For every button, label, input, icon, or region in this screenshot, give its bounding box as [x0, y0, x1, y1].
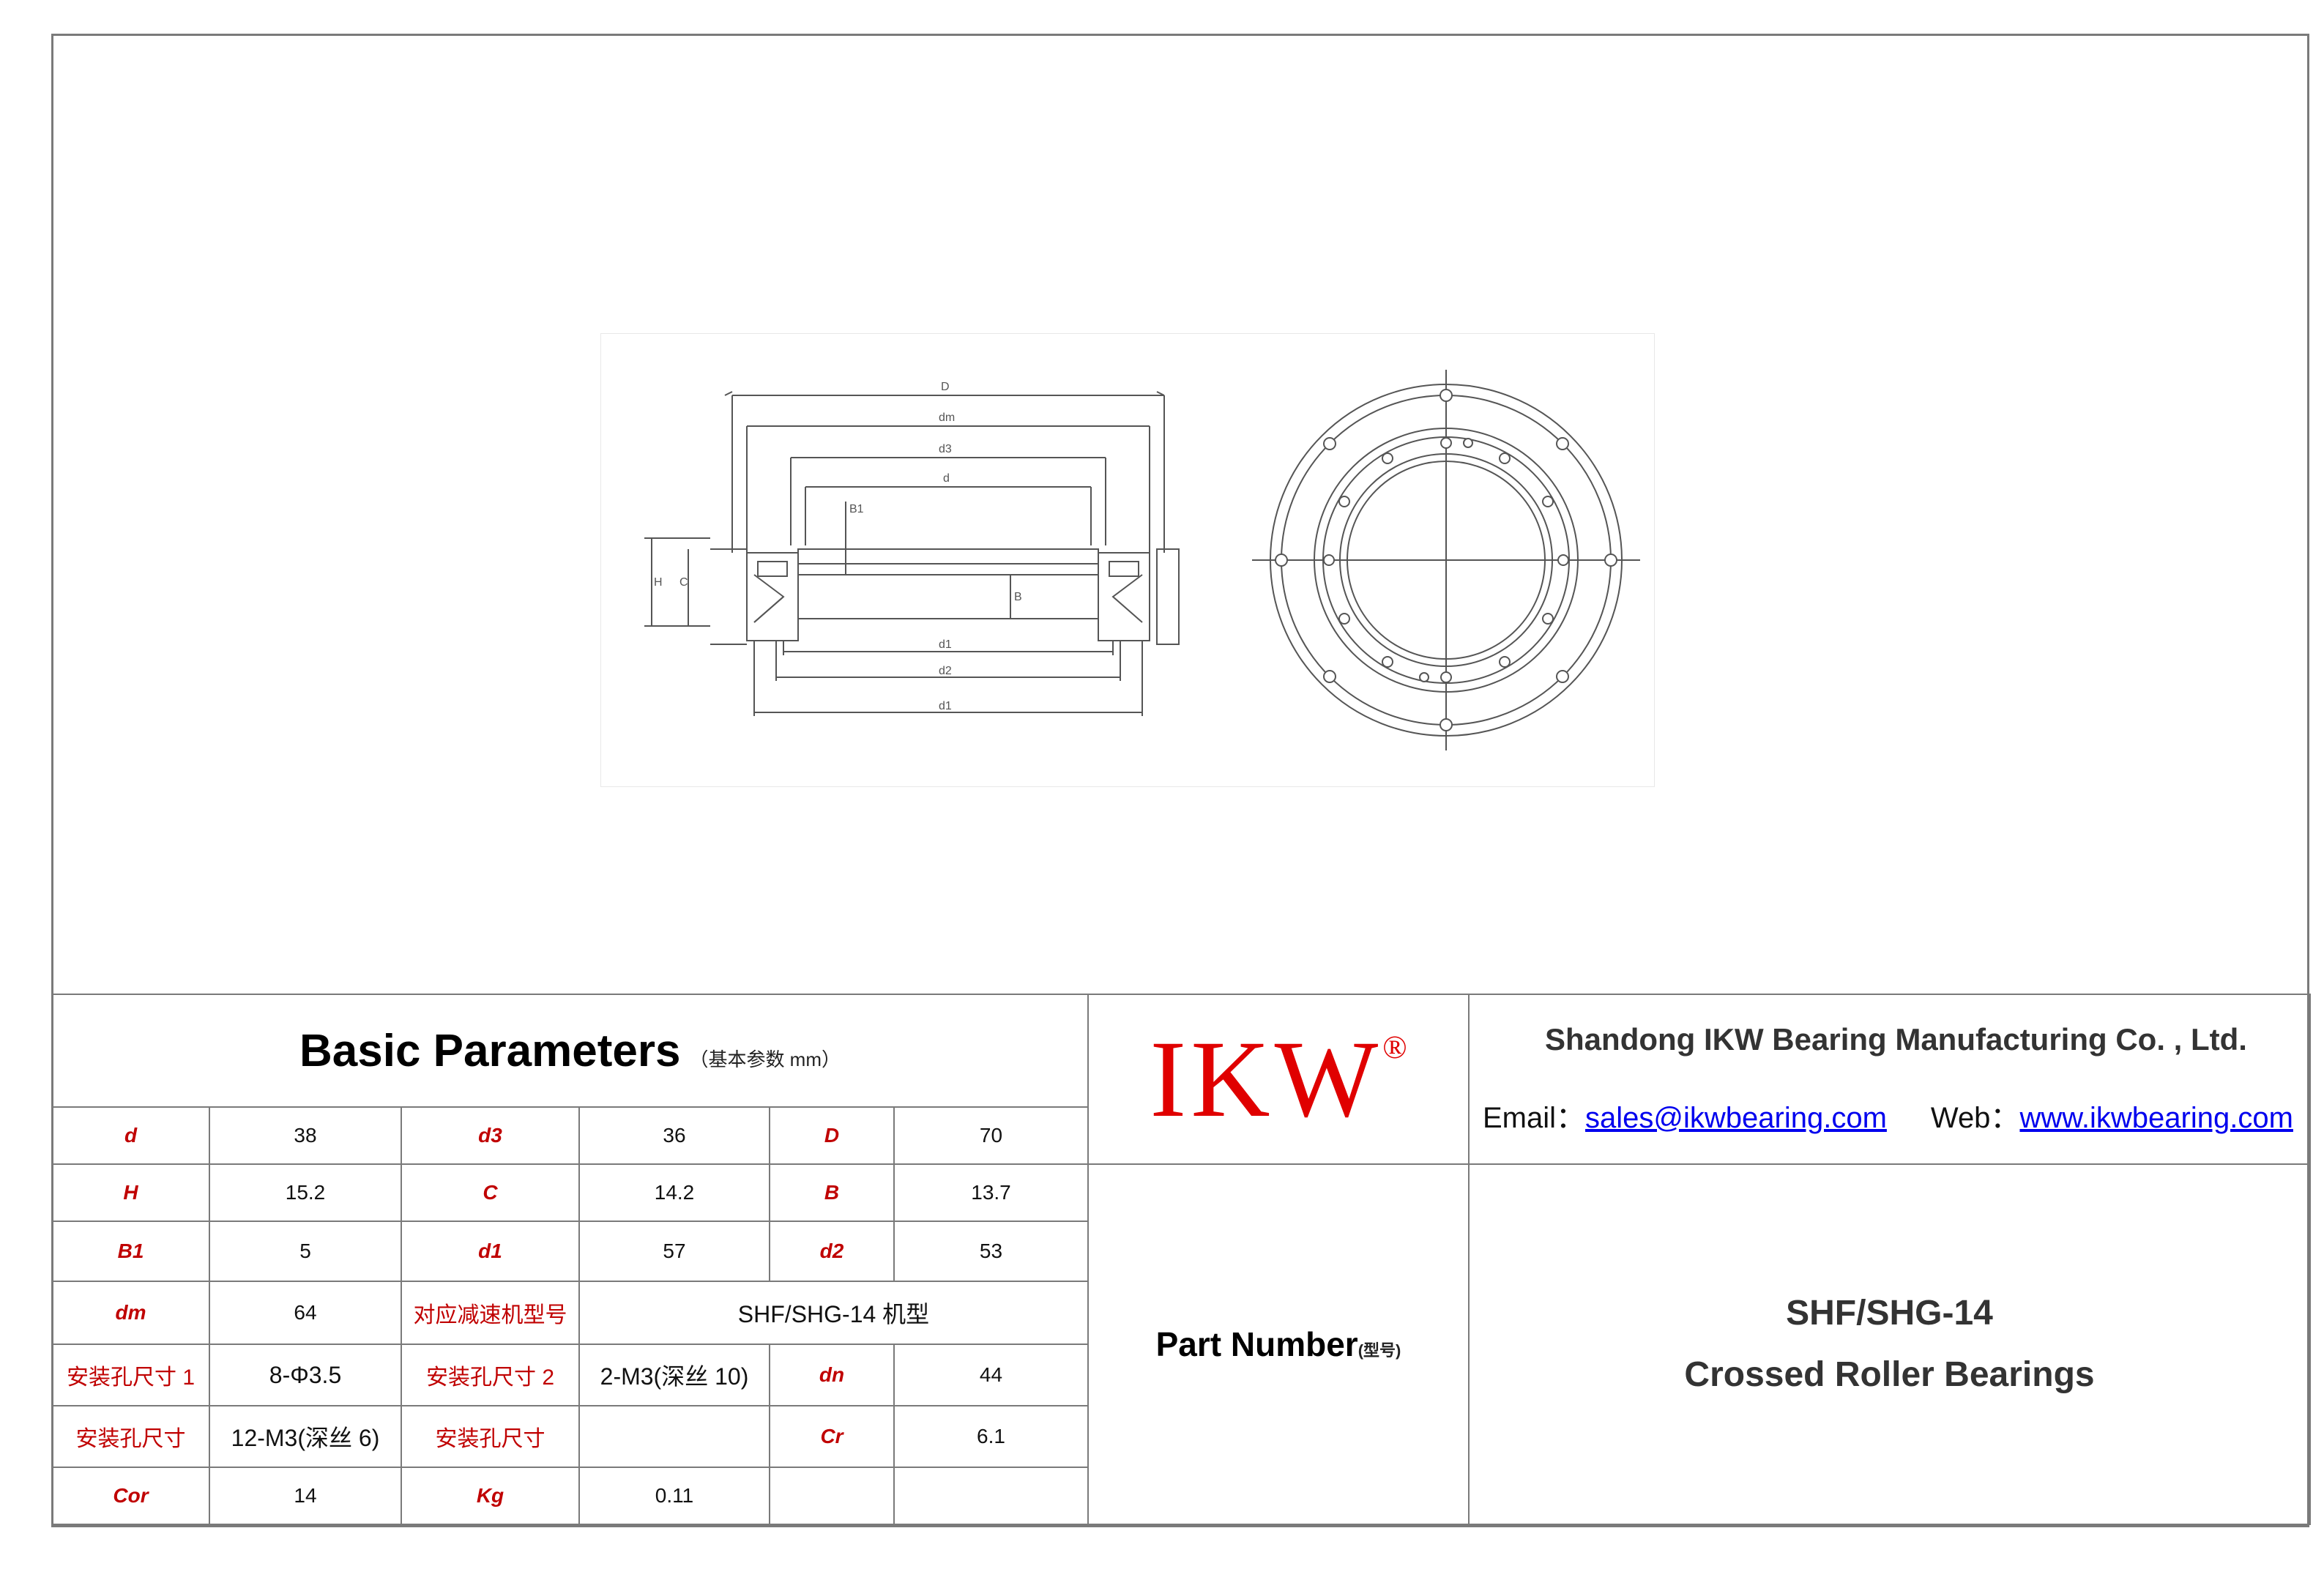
param-name-cn: 安装孔尺寸 1 [51, 1344, 210, 1406]
param-value-empty [769, 1467, 895, 1525]
basic-parameters-heading: Basic Parameters [299, 1025, 681, 1076]
param-name: H [51, 1163, 210, 1222]
param-value: 44 [893, 1344, 1089, 1406]
param-value: 6.1 [893, 1405, 1089, 1468]
param-value: 15.2 [209, 1163, 402, 1222]
param-name: d3 [401, 1106, 580, 1165]
param-name: C [401, 1163, 580, 1222]
contact-line: Email：sales@ikwbearing.com Web：www.ikwbea… [1483, 1094, 2309, 1136]
bearing-drawing: D dm d3 d B1 H C B d1 d2 d1 [600, 332, 1656, 788]
dim-label-B: B [1014, 591, 1022, 603]
param-row: dm 64 对应减速机型号 SHF/SHG-14 机型 [51, 1281, 2310, 1345]
parameter-table: Basic Parameters （基本参数 mm） IKW® Shandong … [51, 994, 2311, 1525]
param-row: H 15.2 C 14.2 B 13.7 Part Number(型号) SHF… [51, 1163, 2311, 1525]
registered-mark: ® [1382, 1029, 1407, 1065]
param-name: B1 [51, 1221, 210, 1282]
param-value: 14 [209, 1467, 402, 1525]
company-name: Shandong IKW Bearing Manufacturing Co. ,… [1545, 1022, 2247, 1057]
param-value-cn: SHF/SHG-14 机型 [578, 1281, 1089, 1345]
dim-label-d1b: d1 [939, 700, 952, 712]
part-number-label: Part Number [1155, 1325, 1358, 1363]
dim-label-B1: B1 [849, 503, 864, 515]
dim-label-H: H [654, 576, 663, 589]
email-link[interactable]: sales@ikwbearing.com [1585, 1102, 1887, 1134]
param-name: d [51, 1106, 210, 1165]
dimension-labels: D dm d3 d B1 H C B d1 d2 d1 [654, 381, 1022, 712]
dim-label-dm: dm [939, 411, 955, 424]
param-row: d 38 d3 36 D 70 [51, 1106, 2310, 1165]
param-name: d2 [769, 1221, 895, 1282]
bolt-holes [1275, 389, 1617, 731]
email-label: Email： [1483, 1102, 1586, 1134]
ikw-logo: IKW® [1087, 994, 1470, 1165]
param-name-cn: 安装孔尺寸 [51, 1405, 210, 1468]
param-row: Cor 14 Kg 0.11 [51, 1467, 2310, 1525]
param-value-cn [578, 1405, 770, 1468]
param-value: 36 [578, 1106, 770, 1165]
param-name-cn: 安装孔尺寸 2 [401, 1344, 580, 1406]
param-row: 安装孔尺寸 1 8-Φ3.5 安装孔尺寸 2 2-M3(深丝 10) dn 44 [51, 1344, 2310, 1406]
param-name: Cr [769, 1405, 895, 1468]
part-number-type: Crossed Roller Bearings [1684, 1355, 2095, 1394]
section-view [644, 391, 1180, 716]
param-name: d1 [401, 1221, 580, 1282]
page-frame [51, 34, 2309, 1527]
part-number-label-sub: (型号) [1357, 1341, 1401, 1360]
param-value-cn: 8-Φ3.5 [209, 1344, 402, 1406]
dim-label-d3: d3 [939, 443, 952, 455]
param-value-cn: 2-M3(深丝 10) [578, 1344, 770, 1406]
part-number-value-cell: SHF/SHG-14 Crossed Roller Bearings [1468, 1163, 2311, 1525]
dim-label-D: D [941, 381, 950, 393]
param-value: 70 [893, 1106, 1089, 1165]
param-value: 14.2 [578, 1163, 770, 1222]
param-name-cn: 安装孔尺寸 [401, 1405, 580, 1468]
bearing-drawing-svg: D dm d3 d B1 H C B d1 d2 d1 [600, 332, 1656, 788]
part-number-model: SHF/SHG-14 [1786, 1294, 1993, 1333]
basic-parameters-title: Basic Parameters （基本参数 mm） [51, 994, 1089, 1108]
param-value: 13.7 [893, 1163, 1089, 1222]
param-name: D [769, 1106, 895, 1165]
param-value: 38 [209, 1106, 402, 1165]
dim-label-d: d [943, 472, 950, 485]
param-name: dm [51, 1281, 210, 1345]
param-value: 57 [578, 1221, 770, 1282]
param-name: Kg [401, 1467, 580, 1525]
company-info: Shandong IKW Bearing Manufacturing Co. ,… [1468, 994, 2311, 1165]
param-value: 64 [209, 1281, 402, 1345]
logo-text: IKW [1150, 1018, 1383, 1140]
param-name-cn: 对应减速机型号 [401, 1281, 580, 1345]
param-name: B [769, 1163, 895, 1222]
basic-parameters-unit: （基本参数 mm） [689, 1048, 841, 1070]
dim-label-d2: d2 [939, 665, 952, 677]
param-value: 5 [209, 1221, 402, 1282]
param-value-cn: 12-M3(深丝 6) [209, 1405, 402, 1468]
param-row: B1 5 d1 57 d2 53 [51, 1221, 2310, 1282]
param-name: dn [769, 1344, 895, 1406]
param-name: Cor [51, 1467, 210, 1525]
param-value: 0.11 [578, 1467, 770, 1525]
part-number-label-cell: Part Number(型号) [1087, 1163, 1470, 1525]
dim-label-d1: d1 [939, 638, 952, 651]
dim-label-C: C [679, 576, 688, 589]
param-value-empty [893, 1467, 1089, 1525]
website-link[interactable]: www.ikwbearing.com [2019, 1102, 2293, 1134]
web-label: Web： [1930, 1102, 2020, 1134]
param-value: 53 [893, 1221, 1089, 1282]
param-row: 安装孔尺寸 12-M3(深丝 6) 安装孔尺寸 Cr 6.1 [51, 1405, 2310, 1468]
